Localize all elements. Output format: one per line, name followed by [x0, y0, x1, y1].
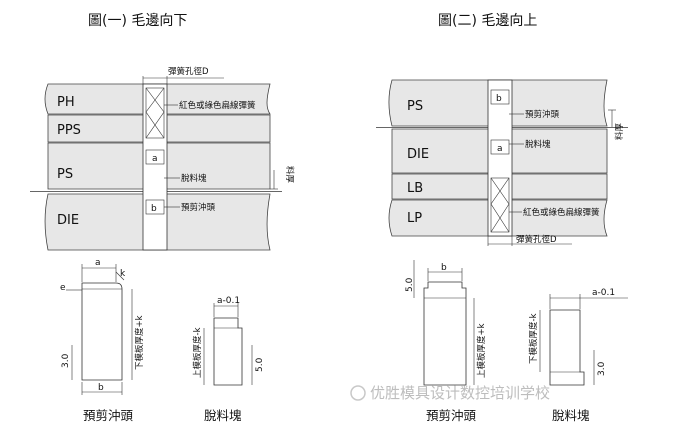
spring-x-mark-2: [490, 177, 510, 233]
material-thickness-label: 料厚: [284, 166, 295, 184]
detail-1-punch-caption: 預剪沖頭: [83, 408, 134, 423]
dim-30-detail2: 3.0: [597, 361, 607, 376]
detail-1-block-caption: 脫料塊: [204, 408, 242, 423]
detail-slug-block: [213, 317, 243, 386]
slug-block-shape: [145, 149, 165, 165]
figure-1-title: 圖(一) 毛邊向下: [88, 13, 187, 29]
dim-k-detail1: k: [120, 269, 126, 279]
detail-2-block-caption: 脫料塊: [552, 408, 590, 423]
plate-label-die-2: DIE: [407, 147, 429, 162]
spring-note-2: 紅色或綠色扁線彈簧: [523, 207, 600, 218]
dim-a-detail1: a: [95, 258, 101, 268]
dim-50-detail2: 5.0: [405, 277, 415, 292]
dim-e-detail1: e: [60, 283, 66, 293]
dim-b-detail2: b: [441, 263, 447, 273]
dim-30-detail1: 3.0: [61, 353, 71, 368]
block-top-label-2: a-0.1: [592, 288, 615, 298]
watermark: 优胜模具设计数控培训学校: [350, 384, 550, 402]
slug-block-label-2: 脫料塊: [525, 139, 551, 150]
block-height-label: 上模板厚度-k: [192, 327, 203, 378]
figure-1: 圖(一) 毛邊向下 PH PPS PS DIE a b 彈簧孔徑D 紅色或綠色扁…: [30, 13, 295, 251]
flat-wire-spring: [145, 87, 165, 139]
dim-a-fig1: a: [152, 154, 158, 164]
slug-block-label: 脫料塊: [181, 173, 207, 184]
central-bore-2: [487, 79, 513, 237]
spring-x-mark: [145, 87, 165, 139]
dim-a-fig2: a: [497, 144, 503, 154]
watermark-text: 优胜模具设计数控培训学校: [370, 384, 550, 402]
detail-slug-block-2: [549, 309, 585, 386]
plate-label-pps: PPS: [57, 123, 81, 138]
plate-label-die: DIE: [57, 213, 79, 228]
block-height-label-2: 下模板厚度-k: [528, 313, 539, 364]
spring-note: 紅色或綠色扁線彈簧: [179, 100, 256, 111]
spring-hole-label: 彈簧孔徑D: [168, 66, 209, 77]
detail-pre-punch: [81, 282, 123, 381]
figure-2: 圖(二) 毛邊向上 PS DIE LB LP b a 預剪沖頭 脫料塊 紅色或綠…: [376, 13, 628, 246]
dim-b-fig2: b: [496, 94, 502, 104]
material-thickness-label-2: 料厚: [614, 122, 625, 140]
spring-hole-label-2: 彈簧孔徑D: [516, 234, 557, 245]
slug-block-shape-2: [490, 139, 510, 155]
pre-punch-label: 預剪沖頭: [181, 202, 216, 213]
punch-height-label: 下模板厚度+k: [134, 315, 145, 370]
central-bore: [142, 83, 168, 251]
flat-wire-spring-2: [490, 177, 510, 233]
plate-label-ps: PS: [57, 167, 73, 182]
dim-b-detail1: b: [98, 383, 104, 393]
detail-2: b 5.0 上模板厚度+k 預剪沖頭 a-0.1 下模板厚度-k 3.0 脫料塊: [405, 260, 628, 423]
dim-k-leader: [115, 271, 125, 281]
plate-label-lp: LP: [407, 211, 422, 226]
detail-1: a k e 3.0 b 下模板厚度+k 預剪沖頭 a-0.1 上模板厚度-k 5…: [60, 258, 265, 423]
punch-height-label-2: 上模板厚度+k: [476, 323, 487, 378]
plate-label-ps-2: PS: [407, 99, 423, 114]
plate-label-lb: LB: [407, 181, 423, 196]
dim-50-detail1: 5.0: [255, 357, 265, 372]
detail-pre-punch-2: [423, 281, 467, 386]
plate-label-ph: PH: [57, 95, 75, 110]
wechat-icon: [350, 385, 366, 401]
figure-2-title: 圖(二) 毛邊向上: [438, 13, 537, 29]
pre-punch-label-2: 預剪沖頭: [525, 109, 560, 120]
pre-punch-shape-2: [490, 89, 510, 105]
block-top-label: a-0.1: [217, 296, 240, 306]
dim-b-fig1: b: [151, 204, 157, 214]
detail-2-punch-caption: 預剪沖頭: [426, 408, 477, 423]
